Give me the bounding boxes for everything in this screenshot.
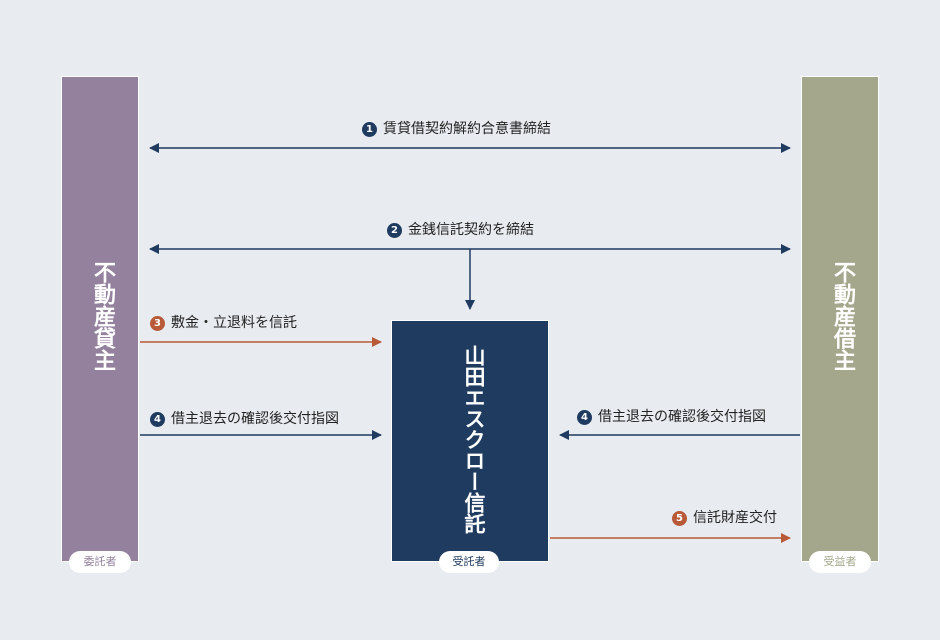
flow-text-2: 金銭信託契約を締結: [408, 221, 534, 239]
lessor-title: 不動産貸主: [85, 261, 115, 371]
trustee-title: 山田エスクロー信託: [455, 345, 485, 534]
flow-text-5: 信託財産交付: [693, 509, 777, 527]
step-number-1: 1: [362, 122, 377, 137]
trustee-role-badge: 受託者: [439, 551, 499, 573]
flow-label-4-right: 4 借主退去の確認後交付指図: [577, 408, 766, 426]
flow-label-1: 1 賃貸借契約解約合意書締結: [362, 120, 551, 138]
lessee-role-badge: 受益者: [809, 551, 871, 573]
flow-text-4-left: 借主退去の確認後交付指図: [171, 410, 339, 428]
lessee-title: 不動産借主: [825, 261, 855, 371]
step-number-4-right: 4: [577, 410, 592, 425]
step-number-4-left: 4: [150, 412, 165, 427]
flow-label-3: 3 敷金・立退料を信託: [150, 314, 297, 332]
step-number-5: 5: [672, 511, 687, 526]
flow-text-1: 賃貸借契約解約合意書締結: [383, 120, 551, 138]
step-number-2: 2: [387, 223, 402, 238]
flow-label-2: 2 金銭信託契約を締結: [387, 221, 534, 239]
lessor-pillar: 不動産貸主: [61, 76, 139, 562]
step-number-3: 3: [150, 316, 165, 331]
flow-text-4-right: 借主退去の確認後交付指図: [598, 408, 766, 426]
flow-label-5: 5 信託財産交付: [672, 509, 777, 527]
lessor-role-badge: 委託者: [69, 551, 131, 573]
lessee-pillar: 不動産借主: [801, 76, 879, 562]
flow-label-4-left: 4 借主退去の確認後交付指図: [150, 410, 339, 428]
trustee-box: 山田エスクロー信託: [391, 320, 549, 562]
flow-text-3: 敷金・立退料を信託: [171, 314, 297, 332]
